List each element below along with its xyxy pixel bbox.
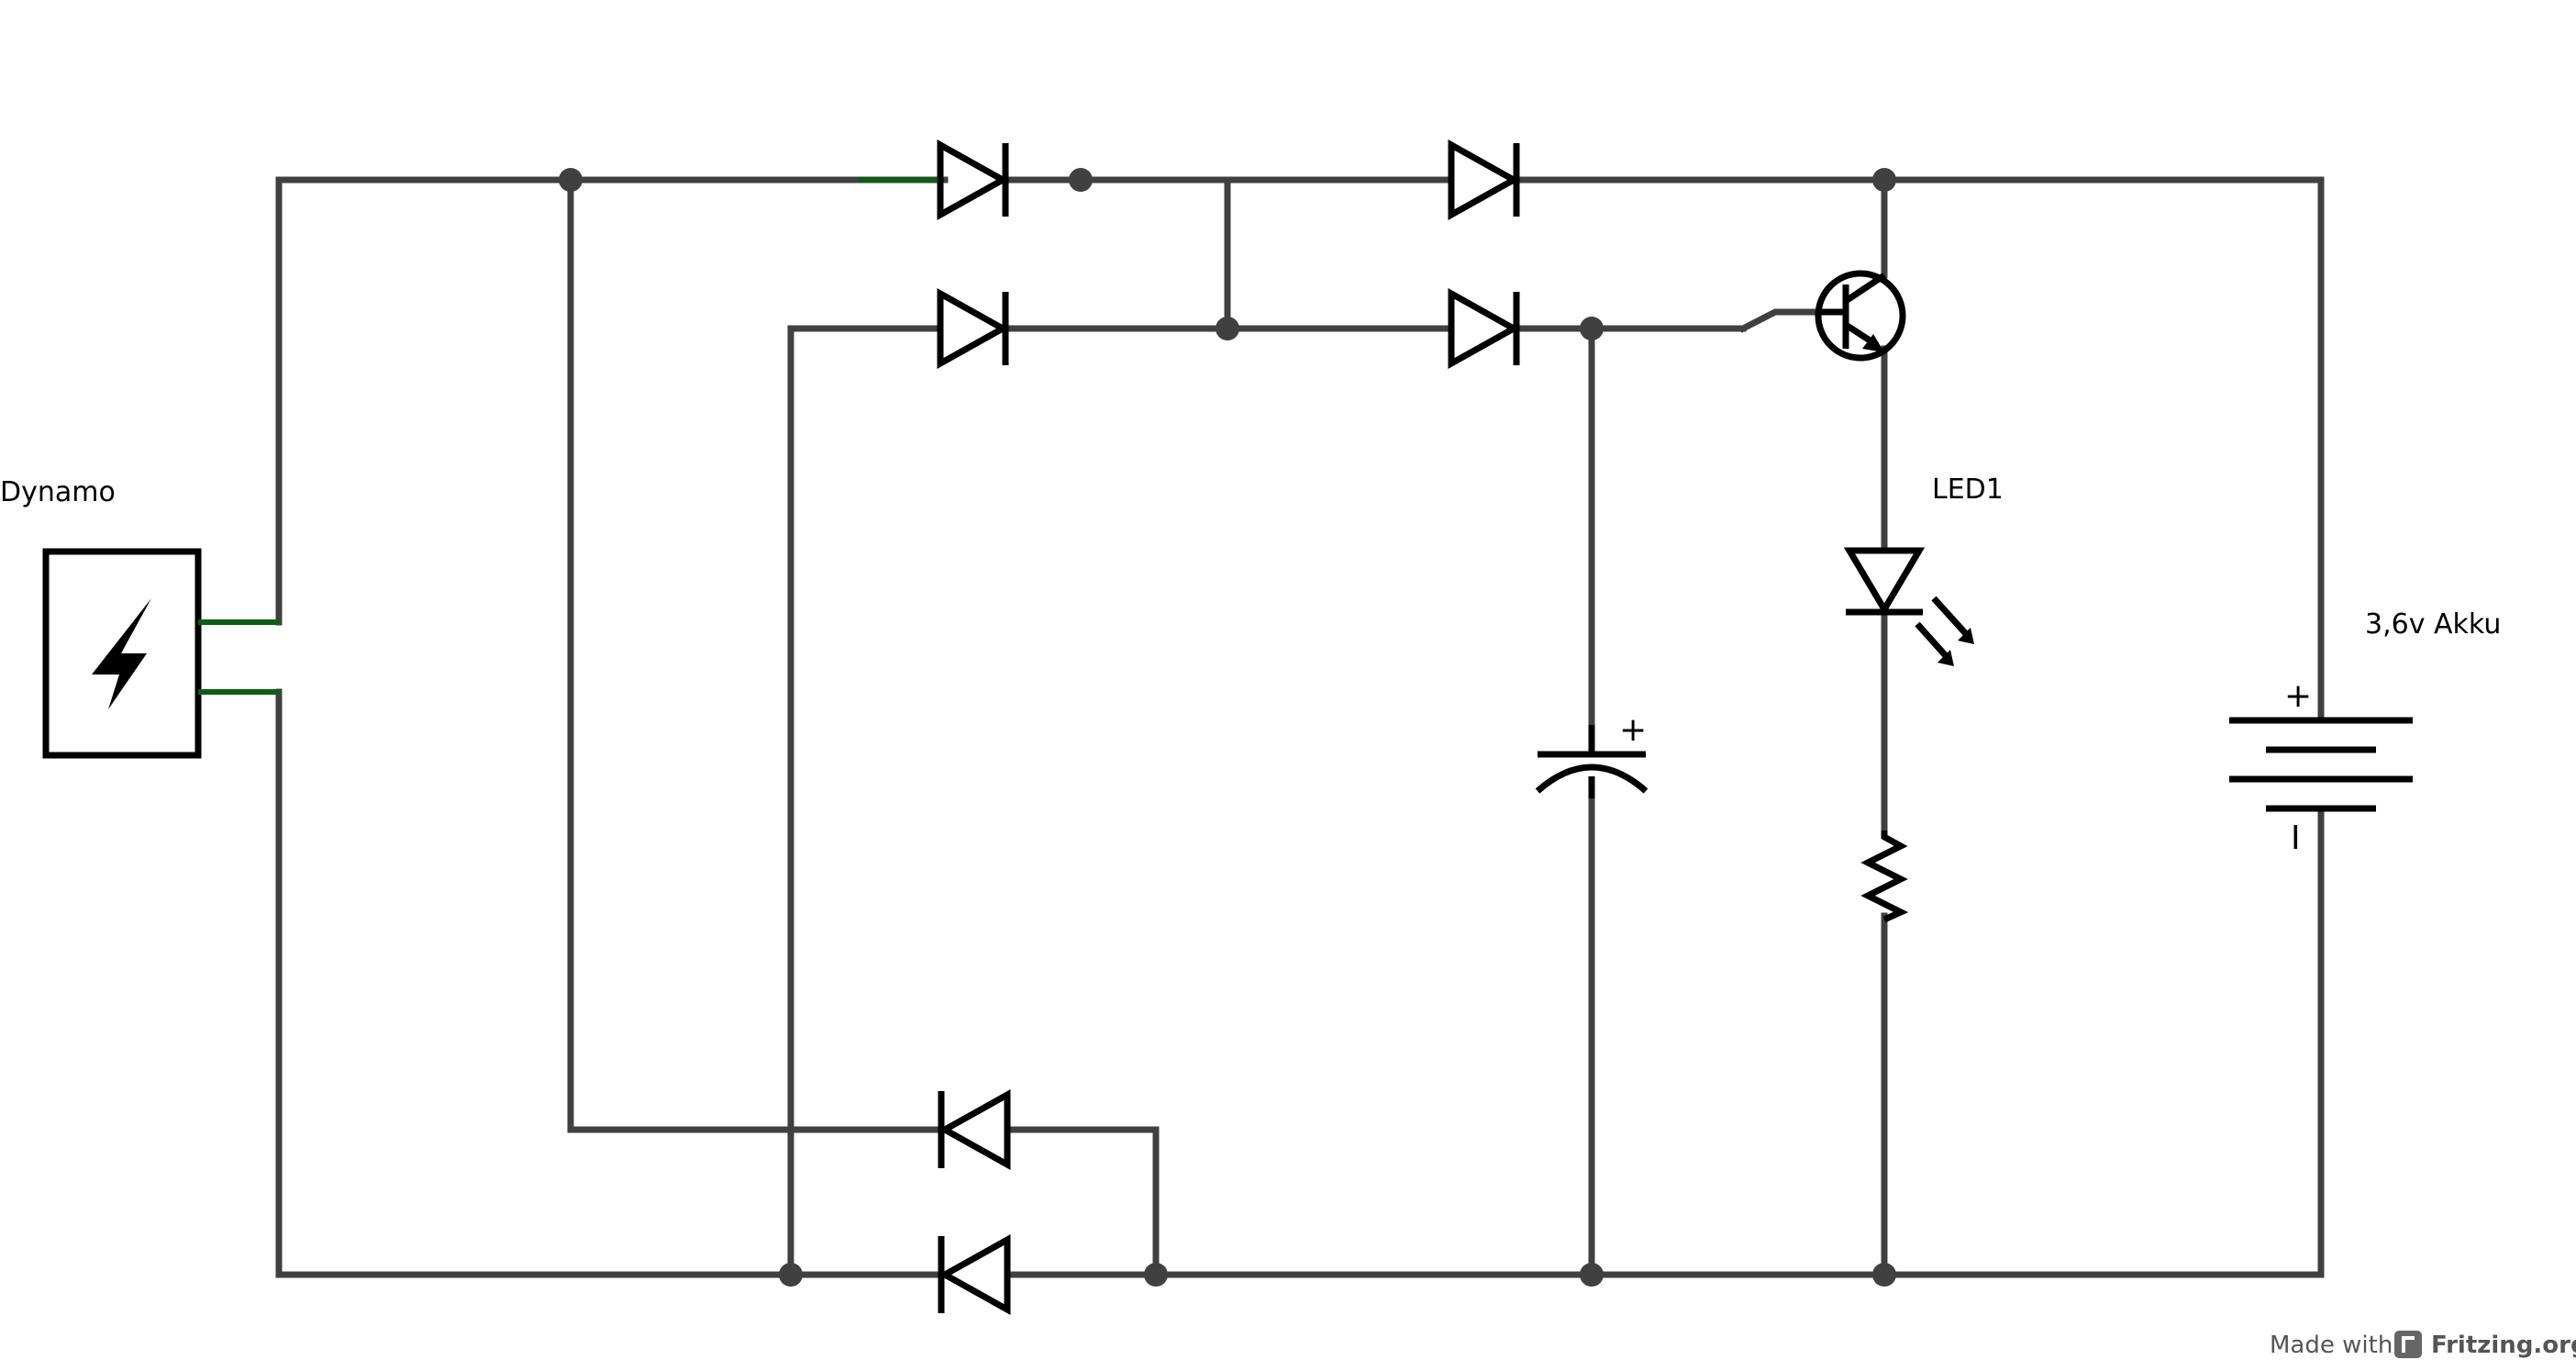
wires [275, 176, 2325, 1278]
led: LED1 [1843, 474, 2004, 666]
junction-dot [1216, 317, 1239, 340]
capacitor-plus-sign: + [1619, 711, 1647, 749]
junction-dot [1580, 1263, 1604, 1287]
dynamo: Dynamo [0, 476, 279, 759]
battery-label: 3,6v Akku [2365, 608, 2501, 641]
lightning-icon [92, 598, 151, 709]
diode-d5 [938, 1089, 1011, 1170]
resistor [1860, 830, 1909, 923]
footer-made-with: Made with [2270, 1332, 2393, 1359]
battery: + I 3,6v Akku [2229, 608, 2501, 857]
battery-plus-sign: + [2284, 677, 2312, 715]
diode-d3 [937, 288, 1010, 369]
electrolytic-capacitor: + [1535, 711, 1649, 798]
battery-minus-sign: I [2291, 819, 2301, 857]
dynamo-box [42, 548, 202, 759]
diode-d1 [858, 139, 1010, 220]
junction-dot [1580, 317, 1604, 340]
diode-d4 [1448, 288, 1521, 369]
junction-dot [1069, 168, 1093, 192]
diode-d2 [1448, 139, 1521, 220]
junction-dot [559, 168, 583, 192]
diode-d6 [938, 1234, 1011, 1315]
junction-dot [1872, 1263, 1896, 1287]
junctions [559, 168, 1896, 1287]
wire-diode5-right [1005, 1126, 1160, 1278]
npn-transistor [1815, 270, 1906, 362]
led-label: LED1 [1932, 474, 2004, 506]
junction-dot [779, 1263, 803, 1287]
junction-dot [1144, 1263, 1168, 1287]
wire-to-transistor-base [1738, 308, 1822, 333]
junction-dot [1872, 168, 1896, 192]
footer-brand: Fritzing.org [2431, 1332, 2576, 1359]
fritzing-logo-icon [2394, 1331, 2422, 1358]
fritzing-footer: Made with Fritzing.org [2270, 1331, 2576, 1359]
dynamo-label: Dynamo [0, 476, 116, 508]
